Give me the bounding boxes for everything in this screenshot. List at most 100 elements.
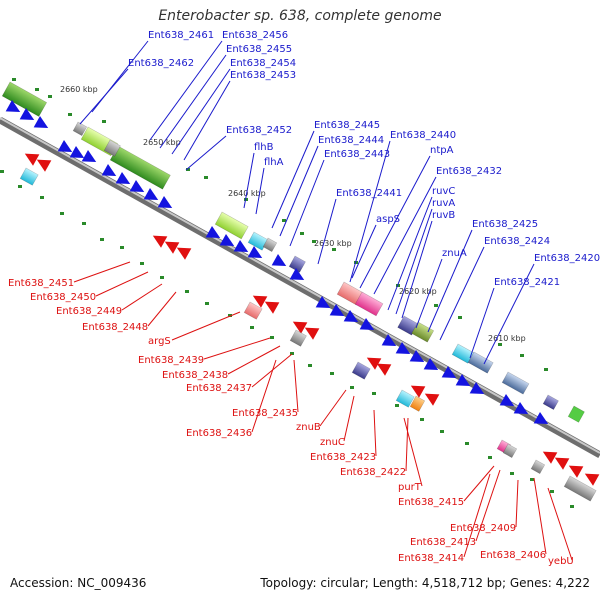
ruler-label: 2660 kbp bbox=[60, 85, 98, 94]
gene-label: Ent638_2432 bbox=[436, 166, 502, 177]
reverse-gene-arrow bbox=[24, 153, 40, 166]
reverse-gene-arrow bbox=[376, 363, 392, 376]
gene-label: Ent638_2449 bbox=[56, 306, 122, 317]
gene-label: Ent638_2424 bbox=[484, 236, 550, 247]
tick-mark bbox=[332, 248, 336, 251]
gene-block bbox=[214, 211, 249, 240]
gene-block bbox=[1, 81, 48, 117]
leader-line bbox=[243, 152, 255, 209]
leader-line bbox=[401, 220, 433, 319]
gene-block bbox=[103, 139, 121, 157]
leader-line bbox=[403, 417, 423, 487]
tick-mark bbox=[204, 176, 208, 179]
tick-mark bbox=[312, 240, 316, 243]
gene-block bbox=[542, 394, 559, 410]
gene-label: ruvA bbox=[432, 198, 455, 209]
tick-mark bbox=[0, 170, 4, 173]
ruler-label: 2650 kbp bbox=[143, 138, 181, 147]
gene-block bbox=[354, 291, 384, 317]
leader-line bbox=[79, 68, 129, 125]
gene-label: znuA bbox=[442, 248, 467, 259]
reverse-gene-arrow bbox=[292, 321, 308, 334]
gene-label: Ent638_2454 bbox=[230, 58, 296, 69]
tick-mark bbox=[18, 185, 22, 188]
reverse-gene-arrow bbox=[304, 327, 320, 340]
forward-gene-arrow bbox=[19, 108, 35, 121]
tick-mark bbox=[12, 78, 16, 81]
leader-line bbox=[349, 140, 391, 283]
tick-mark bbox=[160, 276, 164, 279]
tick-mark bbox=[544, 368, 548, 371]
tick-mark bbox=[282, 219, 286, 222]
gene-label: Ent638_2436 bbox=[186, 428, 252, 439]
reverse-gene-arrow bbox=[176, 247, 192, 260]
forward-gene-arrow bbox=[455, 374, 471, 387]
tick-mark bbox=[228, 314, 232, 317]
gene-label: Ent638_2425 bbox=[472, 219, 538, 230]
leader-line bbox=[373, 176, 437, 295]
forward-gene-arrow bbox=[513, 402, 529, 415]
gene-label: Ent638_2444 bbox=[318, 135, 384, 146]
gene-block bbox=[563, 475, 597, 502]
leader-line bbox=[289, 159, 325, 247]
gene-block bbox=[289, 329, 307, 347]
leader-line bbox=[343, 395, 355, 442]
leader-line bbox=[395, 208, 433, 315]
tick-mark bbox=[140, 262, 144, 265]
gene-label: Ent638_2455 bbox=[226, 44, 292, 55]
gene-block bbox=[351, 361, 371, 380]
forward-gene-arrow bbox=[233, 240, 249, 253]
tick-mark bbox=[570, 505, 574, 508]
tick-mark bbox=[488, 456, 492, 459]
forward-gene-arrow bbox=[395, 342, 411, 355]
gene-block bbox=[411, 321, 435, 343]
gene-block bbox=[502, 443, 518, 458]
leader-line bbox=[95, 271, 149, 297]
forward-gene-arrow bbox=[219, 234, 235, 247]
gene-block bbox=[72, 121, 88, 136]
gene-label: Ent638_2415 bbox=[398, 497, 464, 508]
gene-label: Ent638_2409 bbox=[450, 523, 516, 534]
gene-label: ruvB bbox=[432, 210, 455, 221]
tick-mark bbox=[205, 302, 209, 305]
leader-line bbox=[439, 246, 485, 341]
leader-line bbox=[183, 80, 231, 161]
tick-mark bbox=[185, 290, 189, 293]
diagram-title: Enterobacter sp. 638, complete genome bbox=[158, 8, 442, 24]
gene-label: Ent638_2440 bbox=[390, 130, 456, 141]
leader-line bbox=[547, 487, 573, 561]
gene-block bbox=[243, 301, 263, 320]
tick-mark bbox=[68, 113, 72, 116]
ruler-label: 2620 kbp bbox=[399, 287, 437, 296]
tick-mark bbox=[440, 430, 444, 433]
forward-gene-arrow bbox=[69, 146, 85, 159]
forward-gene-arrow bbox=[143, 188, 159, 201]
leader-line bbox=[293, 359, 299, 413]
leader-line bbox=[463, 473, 491, 558]
tick-mark bbox=[102, 120, 106, 123]
gene-label: znuC bbox=[320, 437, 345, 448]
forward-gene-arrow bbox=[205, 226, 221, 239]
leader-line bbox=[203, 337, 271, 360]
gene-label: Ent638_2435 bbox=[232, 408, 298, 419]
tick-mark bbox=[330, 372, 334, 375]
reverse-gene-arrow bbox=[424, 393, 440, 406]
forward-gene-arrow bbox=[533, 412, 549, 425]
backbone bbox=[0, 116, 600, 459]
gene-block bbox=[395, 389, 415, 408]
gene-label: Ent638_2421 bbox=[494, 277, 560, 288]
gene-label: Ent638_2451 bbox=[8, 278, 74, 289]
forward-gene-arrow bbox=[499, 394, 515, 407]
forward-gene-arrow bbox=[469, 382, 485, 395]
tick-mark bbox=[290, 352, 294, 355]
leader-line bbox=[271, 130, 315, 229]
tick-mark bbox=[35, 88, 39, 91]
forward-gene-arrow bbox=[57, 140, 73, 153]
leader-line bbox=[171, 311, 241, 341]
gene-label: Ent638_2441 bbox=[336, 188, 402, 199]
tick-mark bbox=[60, 212, 64, 215]
gene-label: ruvC bbox=[432, 186, 455, 197]
leader-line bbox=[255, 167, 265, 215]
reverse-gene-arrow bbox=[568, 465, 584, 478]
tick-mark bbox=[48, 95, 52, 98]
